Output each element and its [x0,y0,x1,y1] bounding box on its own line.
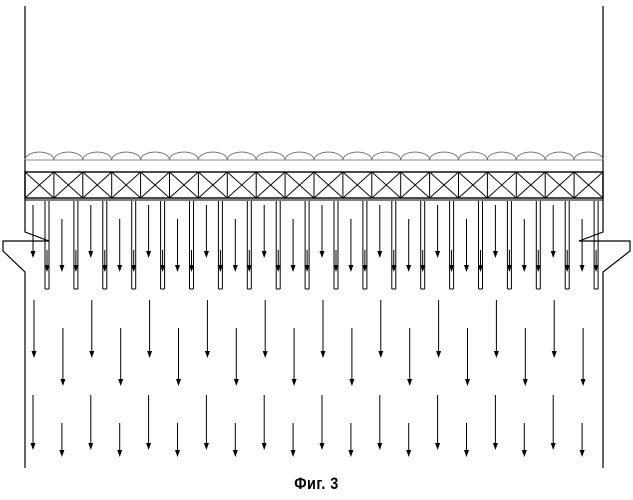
dome-arc [430,152,459,160]
flow-arrow-head [60,379,65,386]
flow-arrow-head [464,450,469,457]
flow-arrow-head [291,265,296,272]
flow-arrow-head [175,265,180,272]
flow-arrow-head [407,379,412,386]
flow-arrow-head [32,351,37,358]
flow-arrow-head [233,265,238,272]
flow-arrow-head [377,251,382,258]
flow-arrow-head [263,351,268,358]
flow-arrow-head [88,443,93,450]
flow-arrow-head [89,351,94,358]
flow-arrow-head [522,265,527,272]
flow-arrow-head [234,379,239,386]
flow-arrow-head [494,351,499,358]
flow-arrow-head [205,351,210,358]
flow-arrow-head [378,351,383,358]
flow-arrow-head [406,450,411,457]
flow-arrow-head [349,379,354,386]
dome-arc [170,152,199,160]
left-wall-ledge [3,203,49,468]
dome-arc [574,152,603,160]
flow-arrow-head [406,265,411,272]
flow-arrow-head [320,251,325,258]
dome-arc [314,152,343,160]
dome-arc [487,152,516,160]
flow-arrow-head [493,251,498,258]
flow-arrow-head [551,443,556,450]
flow-arrow-head [551,251,556,258]
flow-arrow-head [464,265,469,272]
flow-arrow-head [436,351,441,358]
flow-arrow-head [146,251,151,258]
flow-arrow-head [233,450,238,457]
flow-arrow-head [321,351,326,358]
figure-caption: Фиг. 3 [47,474,585,494]
flow-arrow-head [348,450,353,457]
flow-arrow-head [59,450,64,457]
flow-arrow-head [146,443,151,450]
flow-arrow-head [435,443,440,450]
flow-arrow-head [59,265,64,272]
flow-arrow-head [262,443,267,450]
dome-arc [256,152,285,160]
dome-arc [112,152,141,160]
flow-arrow-head [465,379,470,386]
flow-arrow-head [176,379,181,386]
flow-arrow-head [320,443,325,450]
dome-arc [459,152,488,160]
flow-arrow-head [522,450,527,457]
dome-arc [198,152,227,160]
flow-arrow-head [117,265,122,272]
dome-arc [54,152,83,160]
dome-arc [343,152,372,160]
flow-arrow-head [580,265,585,272]
flow-arrow-head [493,443,498,450]
flow-arrow-head [348,265,353,272]
dome-arc [285,152,314,160]
flow-arrow-head [291,450,296,457]
right-wall-ledge [579,203,630,468]
flow-arrow-head [117,450,122,457]
dome-arc [83,152,112,160]
dome-arc [372,152,401,160]
flow-arrow-head [31,443,36,450]
flow-arrow-head [292,379,297,386]
flow-arrow-head [118,379,123,386]
flow-arrow-head [175,450,180,457]
flow-arrow-head [88,251,93,258]
flow-arrow-head [262,251,267,258]
dome-arc [25,152,54,160]
flow-arrow-head [435,251,440,258]
dome-arc [227,152,256,160]
flow-arrow-head [204,251,209,258]
dome-arc [141,152,170,160]
dome-arcs [25,152,603,160]
flow-arrow-head [552,351,557,358]
flow-arrows [31,205,599,457]
flow-arrow-head [581,379,586,386]
flow-arrow-head [523,379,528,386]
dome-arc [401,152,430,160]
dome-arc [545,152,574,160]
flow-arrow-head [580,450,585,457]
flow-arrow-head [377,443,382,450]
flow-arrow-head [147,351,152,358]
flow-arrow-head [204,443,209,450]
dome-arc [516,152,545,160]
flow-arrow-head [31,251,36,258]
crossed-cell-grid [25,172,603,200]
